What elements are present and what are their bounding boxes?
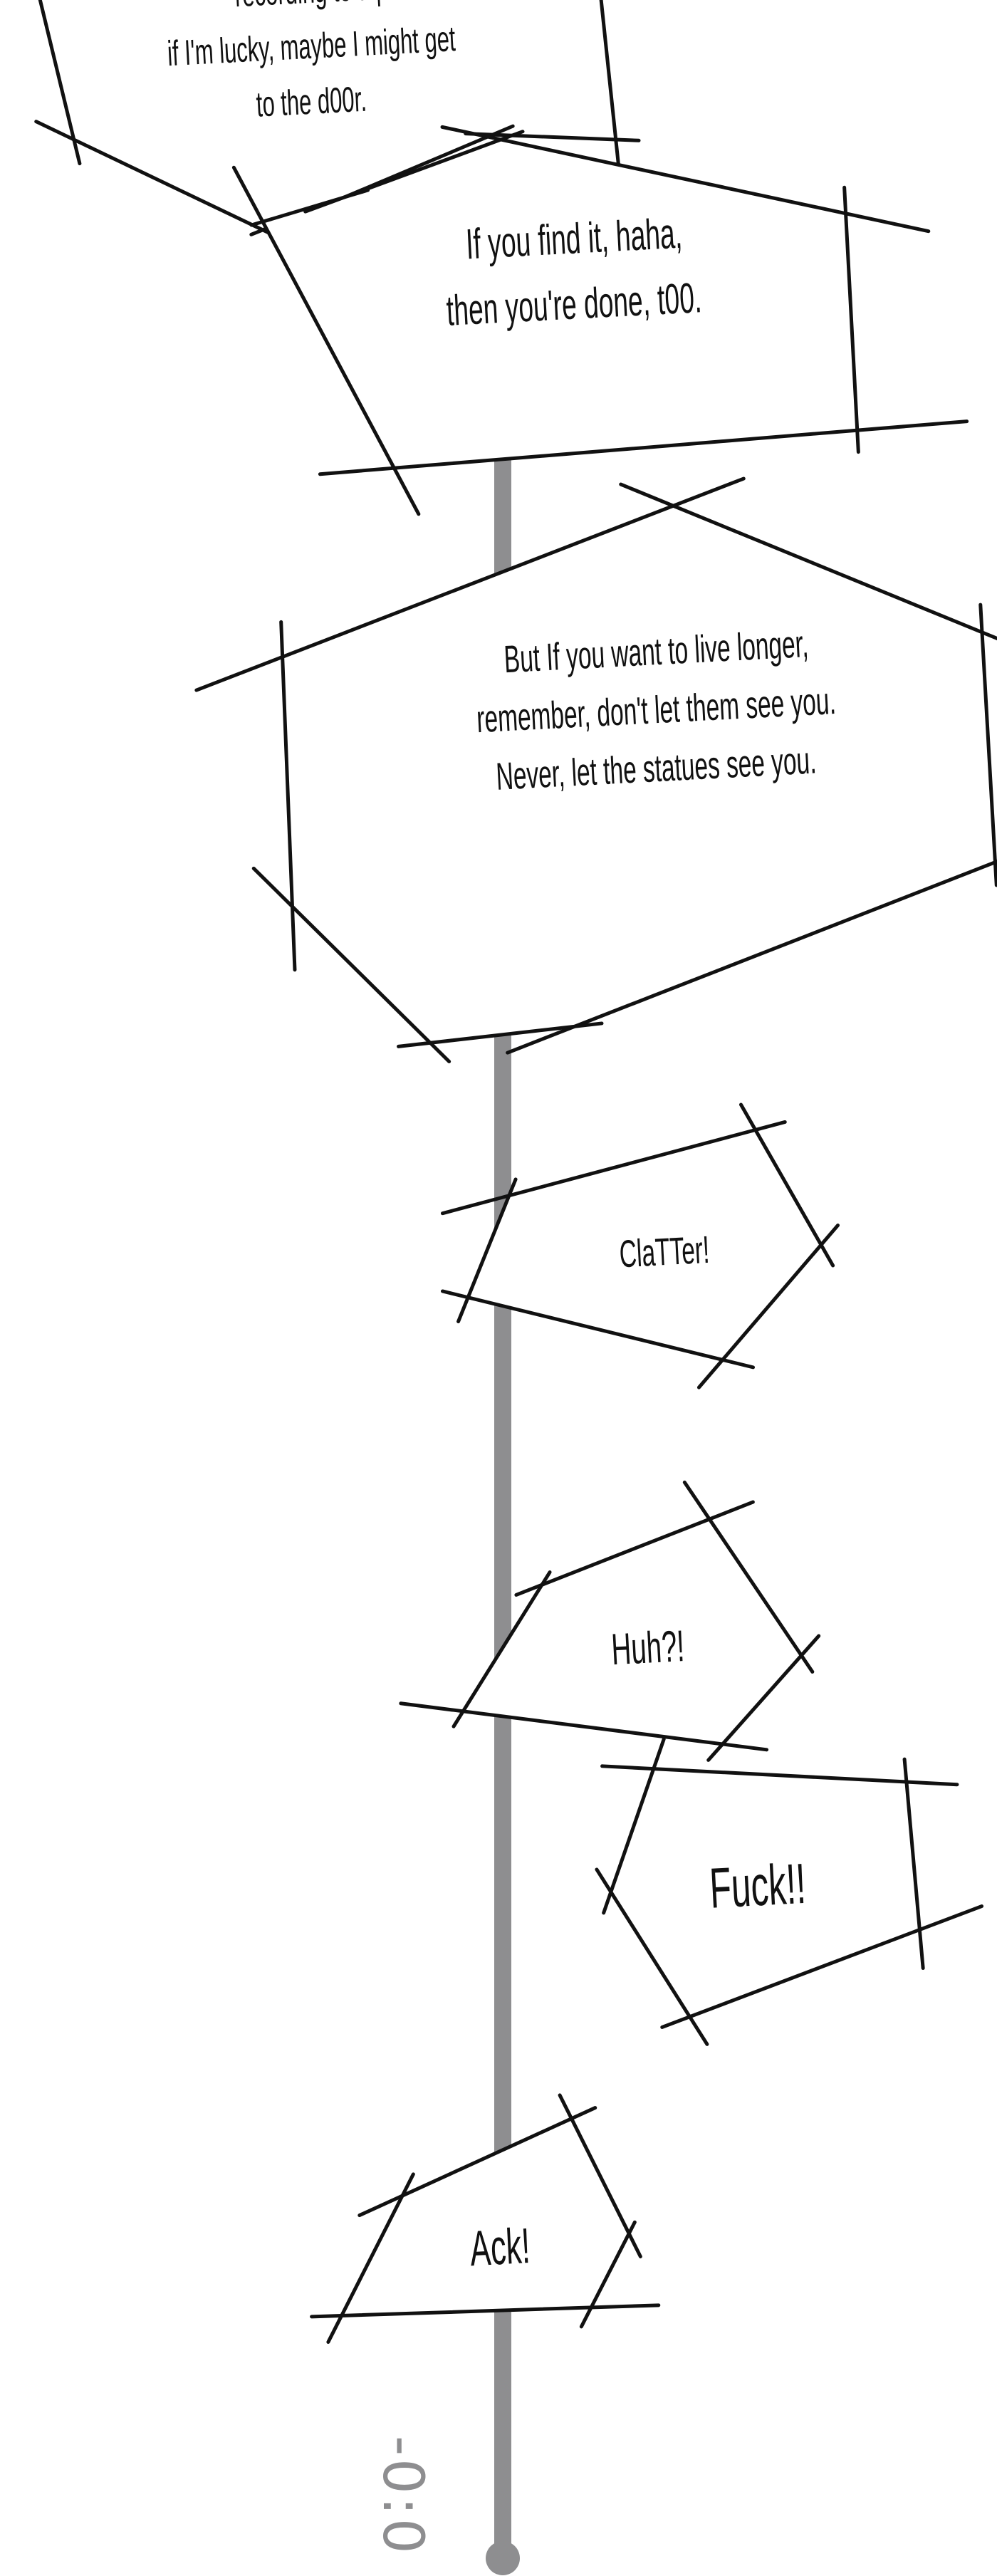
sketch-stroke [738, 1102, 835, 1268]
sketch-stroke [706, 1634, 821, 1762]
sketch-stroke [514, 1500, 755, 1597]
sketch-stroke [357, 2106, 597, 2218]
sketch-stroke [303, 130, 525, 214]
sketch-stroke [326, 2172, 415, 2344]
bubble-text-line: Ack! [469, 2218, 531, 2276]
sketch-stroke [660, 1904, 984, 2029]
sketch-stroke [451, 1570, 552, 1728]
sketch-stroke [558, 2093, 642, 2258]
sketch-stroke [194, 476, 746, 692]
sketch-stroke [279, 620, 297, 972]
sketch-stroke [251, 866, 451, 1063]
bubble-text-line: Fuck!! [708, 1852, 807, 1921]
sketch-stroke [599, 0, 620, 167]
sketch-stroke [978, 603, 997, 887]
sketch-stroke [842, 185, 860, 454]
timeline-time-label: -0:0 [370, 2436, 434, 2557]
sketch-stroke [595, 1867, 709, 2046]
bubble-text-line: to the d00r. [255, 78, 367, 125]
sfx-clatter: ClaTTer! [440, 1102, 840, 1389]
speech-bubble-ack: Ack! [310, 2093, 661, 2344]
bubble-text-line: Huh?! [610, 1621, 686, 1674]
bubble-text-line: ClaTTer! [618, 1228, 710, 1276]
sketch-stroke [682, 1480, 815, 1674]
sketch-stroke [34, 120, 303, 251]
bubble-text-line: If you find it, haha, [465, 209, 684, 268]
timeline-handle[interactable] [486, 2541, 520, 2575]
speech-bubble-door: recording to a pif I'm lucky, maybe I mi… [34, 0, 641, 251]
sketch-stroke [456, 1177, 518, 1324]
sketch-stroke [440, 1289, 756, 1370]
sketch-stroke [902, 1757, 925, 1971]
sketch-stroke [440, 1120, 787, 1216]
sketch-stroke [318, 419, 969, 476]
speech-bubble-huh: Huh?! [399, 1480, 821, 1762]
sketch-stroke [231, 165, 421, 516]
speech-bubble-find-it: If you find it, haha,then you're done, t… [231, 125, 969, 516]
sketch-stroke [602, 1737, 666, 1915]
speech-bubble-fuck: Fuck!! [595, 1737, 984, 2046]
speech-bubble-statues: But If you want to live longer,remember,… [194, 476, 997, 1063]
sketch-stroke [600, 1764, 959, 1787]
sketch-stroke [38, 0, 82, 166]
sketch-stroke [310, 2303, 661, 2319]
